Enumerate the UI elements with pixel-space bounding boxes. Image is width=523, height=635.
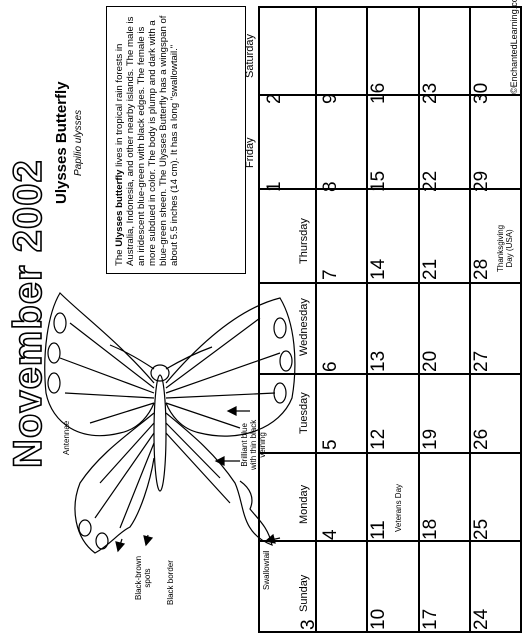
date-5: 5 [320,439,341,450]
species-scientific-name: Papilio ulysses [73,109,84,176]
date-1: 1 [264,181,285,192]
date-13: 13 [368,350,389,372]
label-black-brown-spots: Black-brown spots [134,555,152,600]
day-header-wednesday: Wednesday [298,298,310,356]
date-4: 4 [320,529,341,540]
date-14: 14 [368,258,389,280]
day-header-friday: Friday [244,137,256,168]
date-21: 21 [420,258,441,280]
date-28: 28 [471,258,492,280]
date-11: 11 [368,520,389,540]
day-header-sunday: Sunday [298,574,310,612]
date-7: 7 [320,269,341,280]
holiday-veterans-day: Veterans Day [394,483,403,532]
day-header-thursday: Thursday [298,218,310,264]
date-12: 12 [368,428,389,450]
date-17: 17 [420,608,441,630]
date-16: 16 [368,82,389,104]
label-black-border: Black border [166,560,175,605]
date-9: 9 [320,93,341,104]
date-24: 24 [471,608,492,630]
date-26: 26 [471,428,492,450]
website-credit: ©EnchantedLearning.com [509,0,519,94]
date-15: 15 [368,170,389,192]
label-antennae: Antennae [62,420,71,455]
date-3: 3 [298,619,319,630]
date-10: 10 [368,608,389,630]
day-header-monday: Monday [298,484,310,524]
description-text: The Ulysses butterfly lives in tropical … [114,15,180,266]
date-18: 18 [420,518,441,540]
date-30: 30 [471,82,492,104]
day-header-tuesday: Tuesday [298,392,310,434]
label-swallowtail: Swallowtail [262,550,271,590]
species-name: Ulysses Butterfly [53,81,70,204]
day-header-saturday: Saturday [244,33,256,78]
date-2: 2 [264,93,285,104]
date-6: 6 [320,361,341,372]
date-22: 22 [420,170,441,192]
butterfly-illustration [44,292,296,554]
date-25: 25 [471,518,492,540]
date-20: 20 [420,350,441,372]
date-19: 19 [420,428,441,450]
label-brilliant-blue: Brilliant blue with thin black veining [240,419,267,470]
holiday-thanksgiving: Thanksgiving Day (USA) [496,224,514,272]
date-23: 23 [420,82,441,104]
date-8: 8 [320,181,341,192]
date-27: 27 [471,350,492,372]
date-29: 29 [471,170,492,192]
description-box [106,6,246,274]
